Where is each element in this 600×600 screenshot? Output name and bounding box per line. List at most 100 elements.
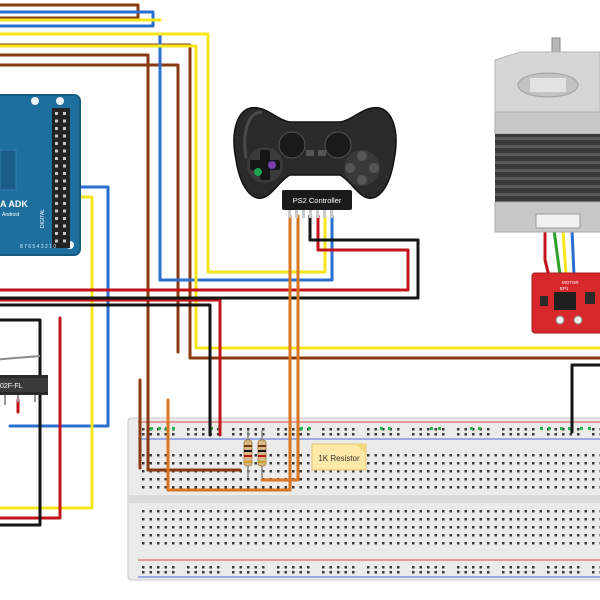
breadboard-hole [187,433,190,436]
breadboard-hole [277,470,280,473]
breadboard-hole [209,486,212,489]
breadboard-connection [560,427,563,430]
breadboard-hole [592,510,595,513]
breadboard-hole [464,566,467,569]
breadboard-hole [449,526,452,529]
breadboard-hole [262,486,265,489]
breadboard-hole [374,470,377,473]
breadboard-hole [502,462,505,465]
arduino-pin [63,209,66,213]
breadboard-hole [464,428,467,431]
breadboard-hole [487,486,490,489]
breadboard-hole [494,518,497,521]
breadboard-hole [412,478,415,481]
breadboard-hole [419,534,422,537]
breadboard-hole [457,510,460,513]
breadboard-hole [547,433,550,436]
breadboard-hole [389,534,392,537]
breadboard-hole [337,486,340,489]
breadboard-hole [404,510,407,513]
breadboard-hole [592,486,595,489]
breadboard-hole [374,518,377,521]
breadboard-hole [419,542,422,545]
breadboard-hole [367,470,370,473]
wire-black-driver [570,363,600,434]
breadboard-hole [464,462,467,465]
breadboard-hole [352,428,355,431]
breadboard-hole [449,470,452,473]
breadboard-hole [224,486,227,489]
breadboard-hole [299,454,302,457]
breadboard-hole [577,526,580,529]
breadboard-hole [329,571,332,574]
breadboard-hole [532,478,535,481]
breadboard-hole [584,526,587,529]
breadboard-hole [397,526,400,529]
breadboard-hole [382,510,385,513]
arduino-pin [63,172,66,175]
breadboard-hole [239,542,242,545]
breadboard-hole [277,571,280,574]
breadboard-hole [254,542,257,545]
breadboard-hole [374,526,377,529]
breadboard-hole [532,462,535,465]
breadboard-hole [457,428,460,431]
breadboard-hole [217,510,220,513]
breadboard-hole [344,566,347,569]
breadboard-hole [434,571,437,574]
breadboard-hole [584,510,587,513]
breadboard-hole [419,571,422,574]
breadboard-hole [284,454,287,457]
breadboard-hole [389,510,392,513]
breadboard-connection [308,427,311,430]
motor-fin [495,161,600,164]
breadboard-hole [389,478,392,481]
breadboard-hole [509,462,512,465]
breadboard-hole [389,526,392,529]
breadboard-hole [434,566,437,569]
breadboard-hole [524,571,527,574]
breadboard-hole [479,571,482,574]
breadboard-hole [157,433,160,436]
breadboard-hole [164,462,167,465]
breadboard-hole [172,526,175,529]
breadboard-hole [397,571,400,574]
arduino-pin [55,209,58,213]
breadboard-hole [397,486,400,489]
face-buttons-icon [344,150,380,186]
breadboard-hole [209,454,212,457]
breadboard-hole [569,486,572,489]
breadboard-hole [464,510,467,513]
breadboard-hole [217,566,220,569]
breadboard-hole [307,486,310,489]
arduino-pin [63,134,66,138]
breadboard-hole [524,462,527,465]
breadboard-hole [352,510,355,513]
breadboard-hole [532,470,535,473]
breadboard-hole [277,526,280,529]
breadboard-hole [157,571,160,574]
breadboard-hole [517,542,520,545]
breadboard-hole [329,534,332,537]
breadboard-hole [389,566,392,569]
arduino-pin [55,224,58,228]
breadboard-hole [382,566,385,569]
breadboard-hole [412,534,415,537]
controller-pin [316,210,319,218]
breadboard-hole [592,566,595,569]
breadboard-hole [442,542,445,545]
breadboard-hole [532,526,535,529]
breadboard-hole [284,462,287,465]
breadboard-hole [322,470,325,473]
breadboard-hole [217,571,220,574]
wire-yellow-driver [0,44,600,350]
breadboard-hole [524,470,527,473]
breadboard-hole [292,510,295,513]
breadboard-hole [284,470,287,473]
breadboard-hole [284,510,287,513]
arduino-pin [55,157,58,160]
arduino-board: A ADK Android DIGITAL 8 7 6 5 4 3 2 1 0 [0,94,81,256]
breadboard-hole [359,478,362,481]
breadboard-hole [209,542,212,545]
